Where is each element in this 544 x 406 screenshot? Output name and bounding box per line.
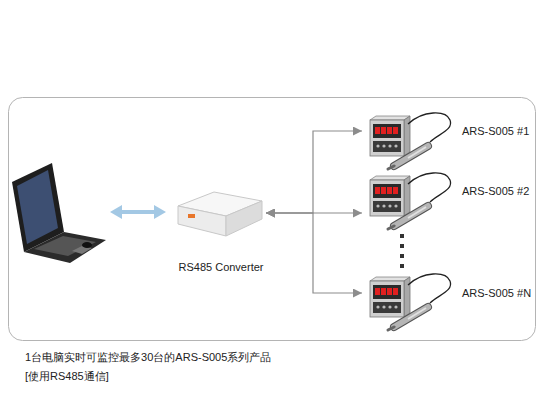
controller-illustration	[370, 113, 451, 169]
converter-illustration	[178, 192, 262, 236]
device-label: RS485 Converter	[179, 261, 264, 274]
frame	[9, 98, 536, 341]
rs485-line	[266, 131, 362, 213]
laptop-illustration	[12, 163, 106, 263]
note: [使用RS485通信]	[25, 370, 109, 383]
device-name: ARS-S005 #2	[462, 185, 529, 198]
device-name: ARS-S005 #1	[462, 125, 529, 138]
controller-illustration	[370, 274, 451, 330]
controller-illustration	[370, 173, 451, 229]
double-arrow	[110, 205, 166, 219]
caption: 1台电脑实时可监控最多30台的ARS-S005系列产品	[25, 351, 271, 364]
rs485-line	[266, 213, 362, 293]
continuation-dots	[400, 234, 404, 268]
converter-node: RS485 Converter	[176, 190, 266, 236]
controller-node: ARS-S005 #N	[362, 278, 534, 328]
device-name: ARS-S005 #N	[462, 287, 531, 300]
controller-node: ARS-S005 #2	[362, 178, 534, 228]
controller-node: ARS-S005 #1	[362, 117, 534, 167]
